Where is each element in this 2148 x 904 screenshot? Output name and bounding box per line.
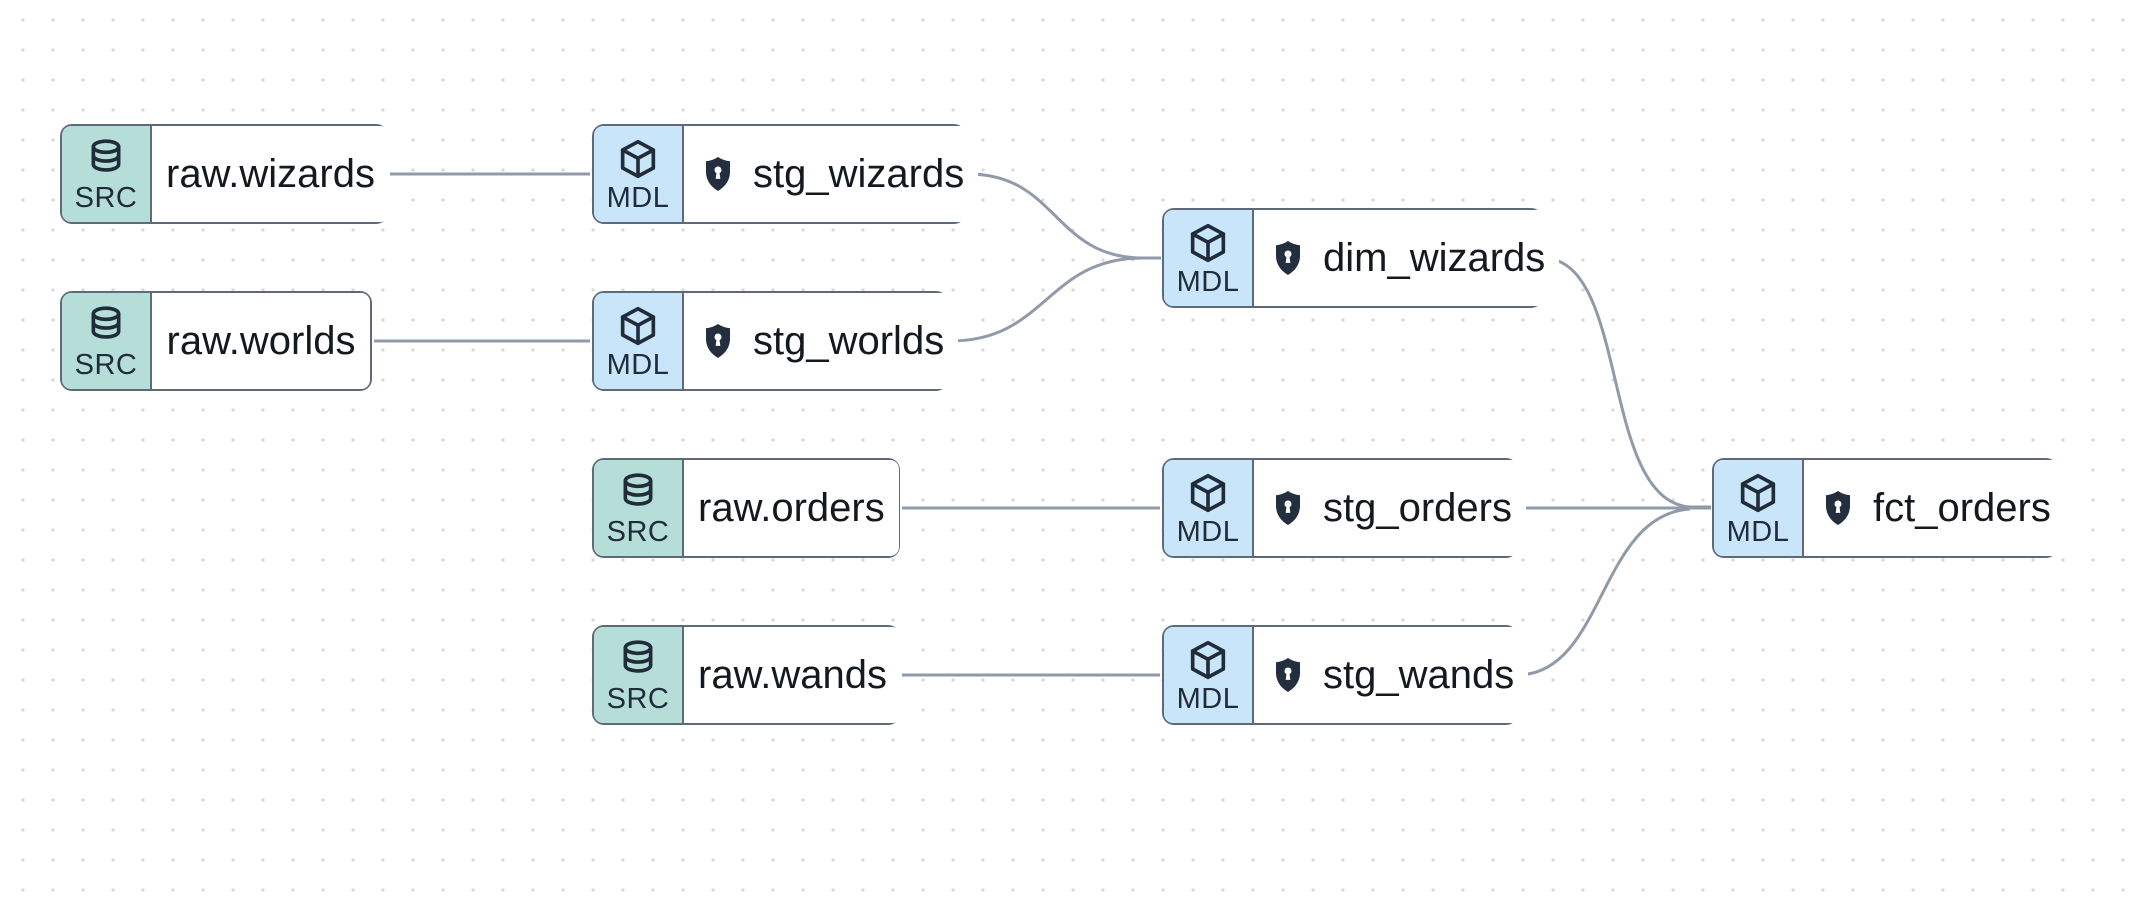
lineage-node-stg-worlds[interactable]: MDL stg_worlds	[592, 291, 959, 391]
badge-label: MDL	[1726, 515, 1790, 548]
model-badge: MDL	[1164, 210, 1254, 306]
model-badge: MDL	[594, 293, 684, 389]
shield-lock-icon	[706, 324, 730, 358]
source-badge: SRC	[594, 460, 684, 556]
lineage-node-stg-wands[interactable]: MDL stg_wands	[1162, 625, 1529, 725]
node-body: dim_wizards	[1254, 210, 1560, 306]
source-badge: SRC	[594, 627, 684, 723]
cube-icon	[1740, 473, 1776, 512]
node-body: raw.orders	[684, 460, 899, 556]
node-body: raw.wizards	[152, 126, 389, 222]
shield-lock-icon	[1276, 241, 1300, 275]
badge-label: SRC	[606, 682, 670, 715]
source-badge: SRC	[62, 126, 152, 222]
node-label: stg_orders	[1323, 485, 1512, 530]
database-icon	[91, 305, 121, 339]
node-label: stg_worlds	[753, 318, 945, 363]
node-body: raw.worlds	[152, 293, 370, 389]
database-icon	[91, 138, 121, 172]
node-body: stg_orders	[1254, 460, 1526, 556]
node-label: raw.wands	[698, 652, 887, 697]
lineage-node-stg-wizards[interactable]: MDL stg_wizards	[592, 124, 979, 224]
shield-lock-icon	[1276, 491, 1300, 525]
cube-icon	[1190, 640, 1226, 679]
lineage-node-dim-wizards[interactable]: MDL dim_wizards	[1162, 208, 1560, 308]
model-badge: MDL	[594, 126, 684, 222]
badge-label: SRC	[74, 181, 138, 214]
cube-icon	[620, 139, 656, 178]
node-body: raw.wands	[684, 627, 901, 723]
badge-label: SRC	[606, 515, 670, 548]
node-body: stg_worlds	[684, 293, 959, 389]
badge-label: MDL	[1176, 515, 1240, 548]
shield-lock-icon	[1276, 658, 1300, 692]
lineage-node-raw-wands[interactable]: SRC raw.wands	[592, 625, 901, 725]
cube-icon	[1190, 223, 1226, 262]
badge-label: SRC	[74, 348, 138, 381]
node-body: stg_wizards	[684, 126, 979, 222]
node-label: raw.orders	[698, 485, 885, 530]
edge-stg-wands-to-fct-orders	[1519, 507, 1691, 677]
model-badge: MDL	[1164, 627, 1254, 723]
edge-dim-wizards-to-fct-orders	[1544, 256, 1711, 509]
edge-stg-wizards-to-dim-wizards	[967, 172, 1161, 260]
node-label: fct_orders	[1873, 485, 2051, 530]
model-badge: MDL	[1164, 460, 1254, 556]
lineage-node-raw-orders[interactable]: SRC raw.orders	[592, 458, 900, 558]
lineage-node-raw-wizards[interactable]: SRC raw.wizards	[60, 124, 389, 224]
cube-icon	[620, 306, 656, 345]
badge-label: MDL	[1176, 682, 1240, 715]
lineage-node-stg-orders[interactable]: MDL stg_orders	[1162, 458, 1526, 558]
database-icon	[623, 639, 653, 673]
badge-label: MDL	[606, 181, 670, 214]
database-icon	[623, 472, 653, 506]
node-body: fct_orders	[1804, 460, 2065, 556]
node-label: stg_wands	[1323, 652, 1515, 697]
badge-label: MDL	[606, 348, 670, 381]
node-body: stg_wands	[1254, 627, 1529, 723]
shield-lock-icon	[1826, 491, 1850, 525]
cube-icon	[1190, 473, 1226, 512]
node-label: stg_wizards	[753, 151, 965, 196]
shield-lock-icon	[706, 157, 730, 191]
model-badge: MDL	[1714, 460, 1804, 556]
badge-label: MDL	[1176, 265, 1240, 298]
node-label: dim_wizards	[1323, 235, 1546, 280]
edge-stg-worlds-to-dim-wizards	[949, 256, 1144, 343]
node-label: raw.worlds	[166, 318, 356, 363]
node-label: raw.wizards	[166, 151, 375, 196]
lineage-node-raw-worlds[interactable]: SRC raw.worlds	[60, 291, 372, 391]
source-badge: SRC	[62, 293, 152, 389]
lineage-node-fct-orders[interactable]: MDL fct_orders	[1712, 458, 2065, 558]
